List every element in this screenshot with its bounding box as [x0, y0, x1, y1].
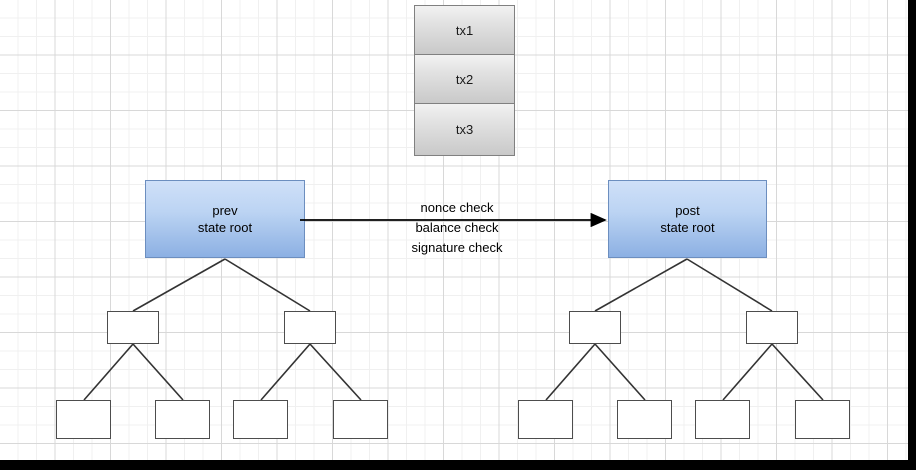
left-tree-mid-node-1[interactable] — [107, 311, 159, 344]
left-tree-leaf-node-4[interactable] — [333, 400, 388, 439]
right-tree-leaf-node-1[interactable] — [518, 400, 573, 439]
arrow-label-nonce-check: nonce check — [420, 200, 494, 215]
right-tree-leaf-node-4[interactable] — [795, 400, 850, 439]
tx-box-1[interactable]: tx1 — [414, 5, 515, 55]
post-state-root-line1: post — [675, 203, 700, 218]
arrow-label-signature-check: signature check — [411, 240, 503, 255]
letterbox-bar-right — [908, 0, 916, 470]
tx-box-2[interactable]: tx2 — [414, 55, 515, 104]
left-tree-leaf-node-3[interactable] — [233, 400, 288, 439]
transition-arrow — [300, 212, 607, 228]
post-state-root-box[interactable]: post state root — [608, 180, 767, 258]
right-tree-leaf-node-3[interactable] — [695, 400, 750, 439]
tx-box-3[interactable]: tx3 — [414, 104, 515, 156]
tx-box-3-label: tx3 — [455, 122, 474, 137]
left-tree-leaf-node-1[interactable] — [56, 400, 111, 439]
letterbox-bar-bottom — [0, 460, 916, 470]
prev-state-root-box[interactable]: prev state root — [145, 180, 305, 258]
left-tree-mid-node-2[interactable] — [284, 311, 336, 344]
prev-state-root-line2: state root — [197, 220, 253, 235]
right-tree-mid-node-1[interactable] — [569, 311, 621, 344]
tx-box-2-label: tx2 — [455, 71, 474, 87]
arrow-label-balance-check: balance check — [415, 220, 499, 235]
transaction-stack: tx1 tx2 tx3 — [414, 5, 515, 156]
transition-arrow-labels: nonce check balance check signature chec… — [352, 199, 562, 255]
left-tree-leaf-node-2[interactable] — [155, 400, 210, 439]
right-tree-leaf-node-2[interactable] — [617, 400, 672, 439]
right-tree-mid-node-2[interactable] — [746, 311, 798, 344]
prev-state-root-line1: prev — [212, 203, 238, 218]
post-state-root-line2: state root — [660, 220, 715, 235]
tx-box-1-label: tx1 — [455, 22, 474, 38]
